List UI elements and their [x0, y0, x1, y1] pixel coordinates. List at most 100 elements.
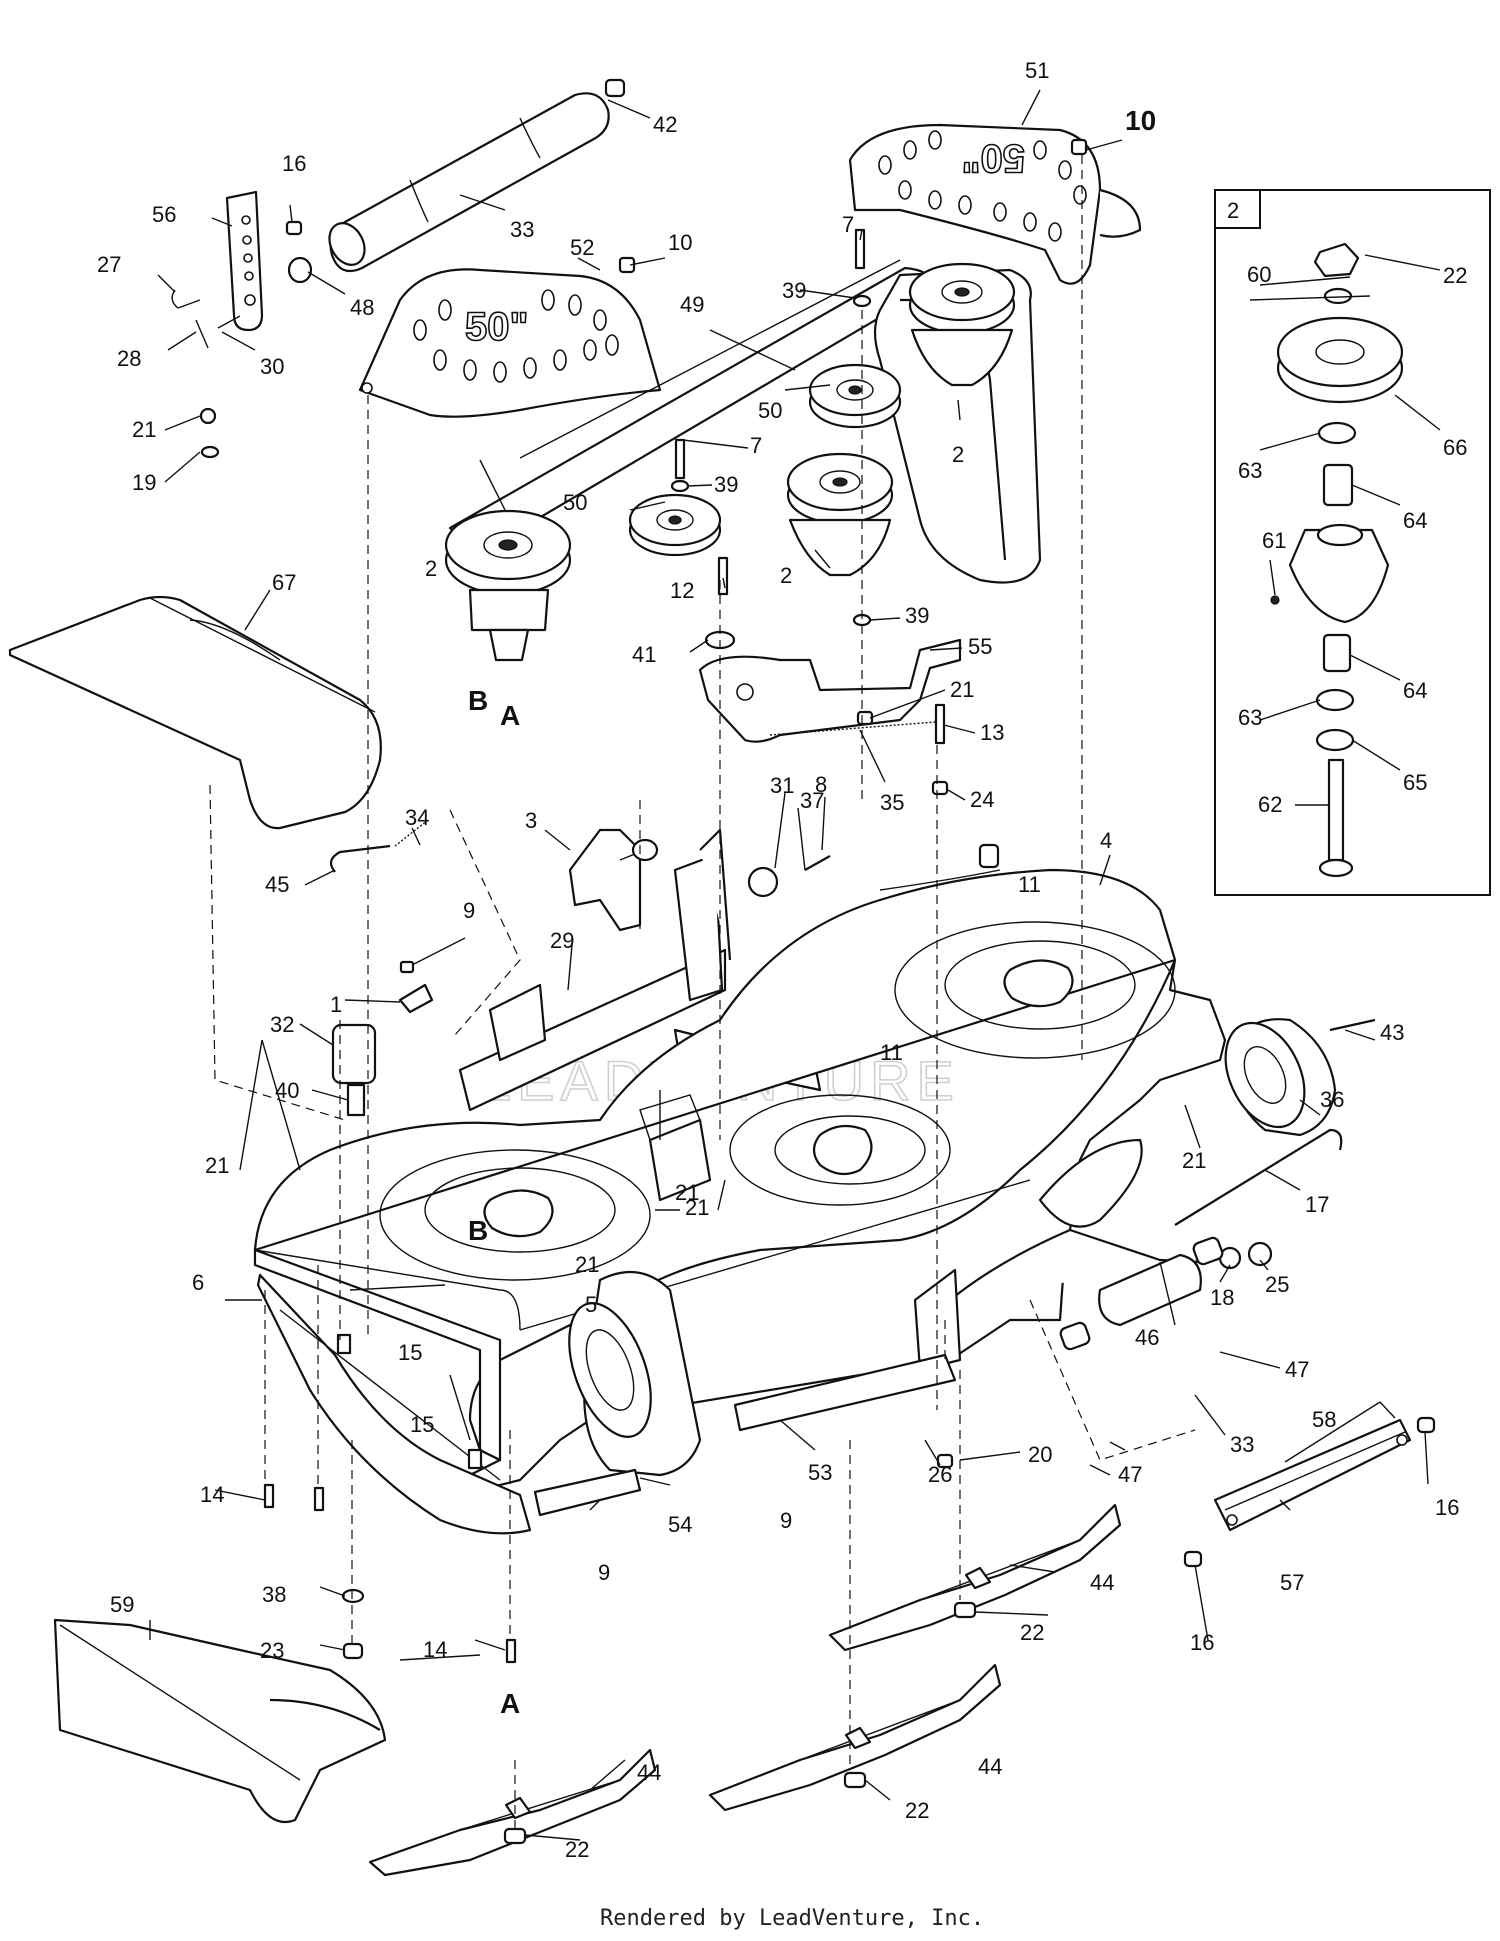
callout-11: 11 — [880, 1040, 903, 1065]
callout-7: 7 — [842, 212, 854, 237]
washer-39 — [670, 479, 690, 493]
bolt-12 — [717, 556, 729, 596]
callout-60: 60 — [1247, 262, 1271, 287]
belt-cover-right: 50" — [848, 123, 1142, 285]
callout-53: 53 — [808, 1460, 832, 1485]
callout-10: 10 — [668, 230, 692, 255]
callout-38: 38 — [262, 1582, 286, 1607]
callout-63: 63 — [1238, 458, 1262, 483]
callout-34: 34 — [405, 805, 429, 830]
callout-39: 39 — [905, 603, 929, 628]
callout-21: 21 — [685, 1195, 709, 1220]
idler-pulley-left — [628, 493, 722, 557]
callout-51: 51 — [1025, 58, 1049, 83]
bolt-7 — [854, 228, 866, 270]
callout-36: 36 — [1320, 1087, 1344, 1112]
callout-4: 4 — [1100, 828, 1112, 853]
callout-39: 39 — [782, 278, 806, 303]
callout-16: 16 — [282, 151, 306, 176]
callout-49: 49 — [680, 292, 704, 317]
bolt-16 — [1416, 1416, 1436, 1434]
discharge-chute — [8, 595, 382, 830]
callout-62: 62 — [1258, 792, 1282, 817]
callout-41: 41 — [632, 642, 656, 667]
callout-65: 65 — [1403, 770, 1427, 795]
embossed-size: 50" — [962, 136, 1025, 180]
callout-42: 42 — [653, 112, 677, 137]
callout-58: 58 — [1312, 1407, 1336, 1432]
bolt-13 — [934, 703, 946, 745]
assembly-lines — [209, 155, 1196, 1830]
marker-B-deck: B — [468, 1215, 488, 1246]
callout-2: 2 — [952, 442, 964, 467]
bolt-14 — [505, 1638, 517, 1664]
pin-30 — [217, 315, 241, 329]
inset-box-label: 2 — [1227, 198, 1239, 223]
callout-31: 31 — [770, 773, 794, 798]
callout-66: 66 — [1443, 435, 1467, 460]
callout-13: 13 — [980, 720, 1004, 745]
bolt-14 — [313, 1486, 325, 1512]
embossed-size: 50" — [465, 305, 528, 349]
callout-64: 64 — [1403, 508, 1427, 533]
callout-2: 2 — [780, 563, 792, 588]
callout-16: 16 — [1435, 1495, 1459, 1520]
callout-14: 14 — [423, 1637, 447, 1662]
callout-18: 18 — [1210, 1285, 1234, 1310]
callout-54: 54 — [668, 1512, 692, 1537]
callout-6: 6 — [192, 1270, 204, 1295]
footer-credit: Rendered by LeadVenture, Inc. — [600, 1906, 984, 1931]
washer-38 — [341, 1588, 365, 1604]
washer-39 — [852, 294, 872, 308]
callout-37: 37 — [800, 788, 824, 813]
blade-left — [368, 1748, 657, 1877]
callout-21: 21 — [950, 677, 974, 702]
rod-17 — [1174, 1128, 1343, 1226]
rod-45 — [329, 844, 391, 873]
callout-40: 40 — [275, 1078, 299, 1103]
nut-22 — [843, 1771, 867, 1789]
callout-8: 8 — [815, 772, 827, 797]
callout-19: 19 — [132, 470, 156, 495]
gauge-wheel-right — [1224, 1018, 1337, 1137]
gauge-wheel-left — [568, 1270, 702, 1477]
callout-9: 9 — [463, 898, 475, 923]
bolt-14 — [263, 1483, 275, 1509]
callout-22: 22 — [1443, 263, 1467, 288]
pin-28 — [195, 319, 209, 349]
nut-25 — [1247, 1241, 1273, 1267]
bolt-15 — [336, 1333, 352, 1355]
nut-10 — [618, 256, 636, 274]
callout-21: 21 — [1182, 1148, 1206, 1173]
callout-44: 44 — [1090, 1570, 1114, 1595]
callout-9: 9 — [780, 1508, 792, 1533]
spindle-pulley-left — [444, 509, 572, 662]
callout-10-bold: 10 — [1125, 105, 1156, 136]
callout-43: 43 — [1380, 1020, 1404, 1045]
callout-30: 30 — [260, 354, 284, 379]
callout-15: 15 — [398, 1340, 422, 1365]
bolt-8 — [804, 855, 831, 871]
callout-50: 50 — [758, 398, 782, 423]
spindle-pulley-right — [908, 262, 1016, 387]
callout-44: 44 — [637, 1760, 661, 1785]
deck-bar-53 — [733, 1353, 957, 1432]
washer-19 — [200, 445, 220, 459]
adjust-knob-32 — [331, 1023, 377, 1085]
bolt-16 — [285, 220, 303, 236]
callout-14: 14 — [200, 1482, 224, 1507]
callout-11: 11 — [1018, 872, 1041, 897]
callout-57: 57 — [1280, 1570, 1304, 1595]
marker-B-top: B — [468, 685, 488, 716]
callout-25: 25 — [1265, 1272, 1289, 1297]
callout-55: 55 — [968, 634, 992, 659]
bolt-43 — [1329, 1018, 1376, 1032]
bolt-48 — [287, 256, 313, 284]
belt-cover-left: 50" — [358, 268, 662, 418]
callout-1: 1 — [330, 992, 342, 1017]
bolt-7 — [674, 438, 686, 480]
callout-47: 47 — [1285, 1357, 1309, 1382]
callout-5: 5 — [585, 1292, 597, 1317]
callout-64: 64 — [1403, 678, 1427, 703]
front-hanger-bracket — [458, 828, 822, 1112]
